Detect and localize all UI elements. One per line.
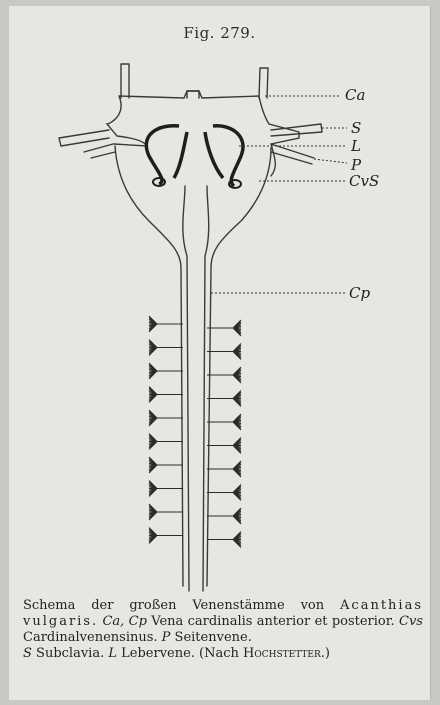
caption-text: Seitenvene. <box>170 630 251 645</box>
segmental-veins <box>149 316 241 548</box>
caption-genus: Acanthias <box>340 598 423 613</box>
segmental-branch <box>149 316 183 332</box>
caption-text: Schema der großen Venenstämme von <box>23 598 340 613</box>
caption-abbrev: Cvs <box>399 614 423 629</box>
label-cvs: CvS <box>349 172 379 190</box>
segmental-branch <box>207 320 241 336</box>
caption-text: Vena cardinalis anterior et posterior. <box>147 614 399 629</box>
caption-abbrev: S <box>23 646 32 661</box>
right-lateral-vein <box>271 144 314 164</box>
left-subclavia <box>59 130 109 146</box>
label-s: S <box>351 119 361 137</box>
segmental-branch <box>207 485 241 501</box>
liver-veins <box>146 126 243 188</box>
segmental-branch <box>149 457 183 473</box>
right-liver-inner <box>205 132 223 178</box>
segmental-branch <box>149 410 183 426</box>
segmental-branch <box>207 532 241 548</box>
segmental-branch <box>207 461 241 477</box>
caption-text: .) <box>321 646 330 661</box>
left-anterior-vein <box>121 64 129 98</box>
segmental-branch <box>207 414 241 430</box>
right-subclavia <box>271 124 322 136</box>
inner-left <box>183 186 189 591</box>
caption-species: vulgaris. <box>23 614 98 629</box>
caption-text: Cardinalvenensinus. <box>23 630 162 645</box>
middle-tube <box>187 91 199 98</box>
segmental-branch <box>207 508 241 524</box>
right-liver-vein <box>213 126 243 186</box>
caption-text: Lebervene. (Nach <box>117 646 243 661</box>
segmental-branch <box>207 391 241 407</box>
caption-text: Subclavia. <box>32 646 108 661</box>
figure-caption: Schema der großen Venenstämme von Acanth… <box>23 598 423 662</box>
segmental-branch <box>149 504 183 520</box>
segmental-branch <box>207 367 241 383</box>
segmental-branch <box>149 481 183 497</box>
figure-page: Fig. 279. <box>9 6 431 700</box>
caption-abbrev: L <box>108 646 117 661</box>
segmental-branch <box>207 344 241 360</box>
right-anterior-vein <box>259 68 268 98</box>
left-lateral-vein <box>84 144 115 158</box>
segmental-branch <box>149 363 183 379</box>
label-cp: Cp <box>349 284 370 302</box>
segmental-branch <box>207 438 241 454</box>
segmental-branch <box>149 528 183 544</box>
caption-author: Hochstetter <box>243 646 321 661</box>
vein-diagram <box>9 6 430 606</box>
left-liver-inner <box>174 132 187 178</box>
segmental-branch <box>149 340 183 356</box>
label-l: L <box>351 137 361 155</box>
leader-lines <box>211 96 347 293</box>
segmental-branch <box>149 387 183 403</box>
label-ca: Ca <box>345 86 365 104</box>
caption-abbrev: Ca, Cp <box>102 614 146 629</box>
segmental-branch <box>149 434 183 450</box>
